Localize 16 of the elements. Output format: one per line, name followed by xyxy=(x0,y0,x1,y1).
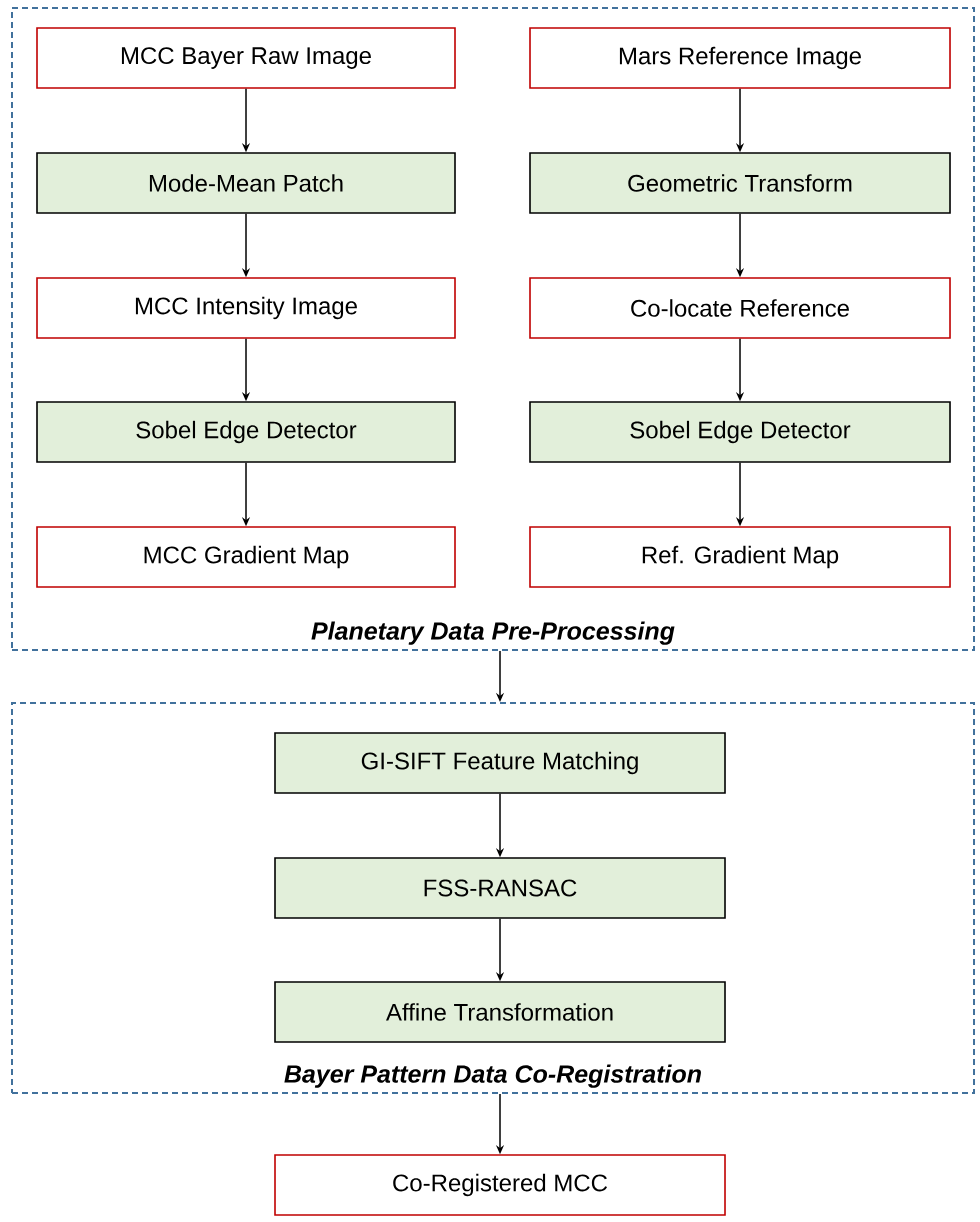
data-box: MCC Intensity Image xyxy=(36,277,456,339)
data-box: Co-Registered MCC xyxy=(274,1154,726,1216)
process-box: Sobel Edge Detector xyxy=(36,401,456,463)
process-box: Sobel Edge Detector xyxy=(529,401,951,463)
process-box: GI-SIFT Feature Matching xyxy=(274,732,726,794)
group-title: Planetary Data Pre-Processing xyxy=(311,621,675,645)
process-box: Affine Transformation xyxy=(274,981,726,1043)
process-box: Mode-Mean Patch xyxy=(36,152,456,214)
data-box: MCC Gradient Map xyxy=(36,526,456,588)
data-box: Mars Reference Image xyxy=(529,27,951,89)
data-box: Ref. Gradient Map xyxy=(529,526,951,588)
data-box: Co-locate Reference xyxy=(529,277,951,339)
process-box: Geometric Transform xyxy=(529,152,951,214)
data-box: MCC Bayer Raw Image xyxy=(36,27,456,89)
group-title: Bayer Pattern Data Co-Registration xyxy=(284,1064,701,1088)
process-box: FSS-RANSAC xyxy=(274,857,726,919)
